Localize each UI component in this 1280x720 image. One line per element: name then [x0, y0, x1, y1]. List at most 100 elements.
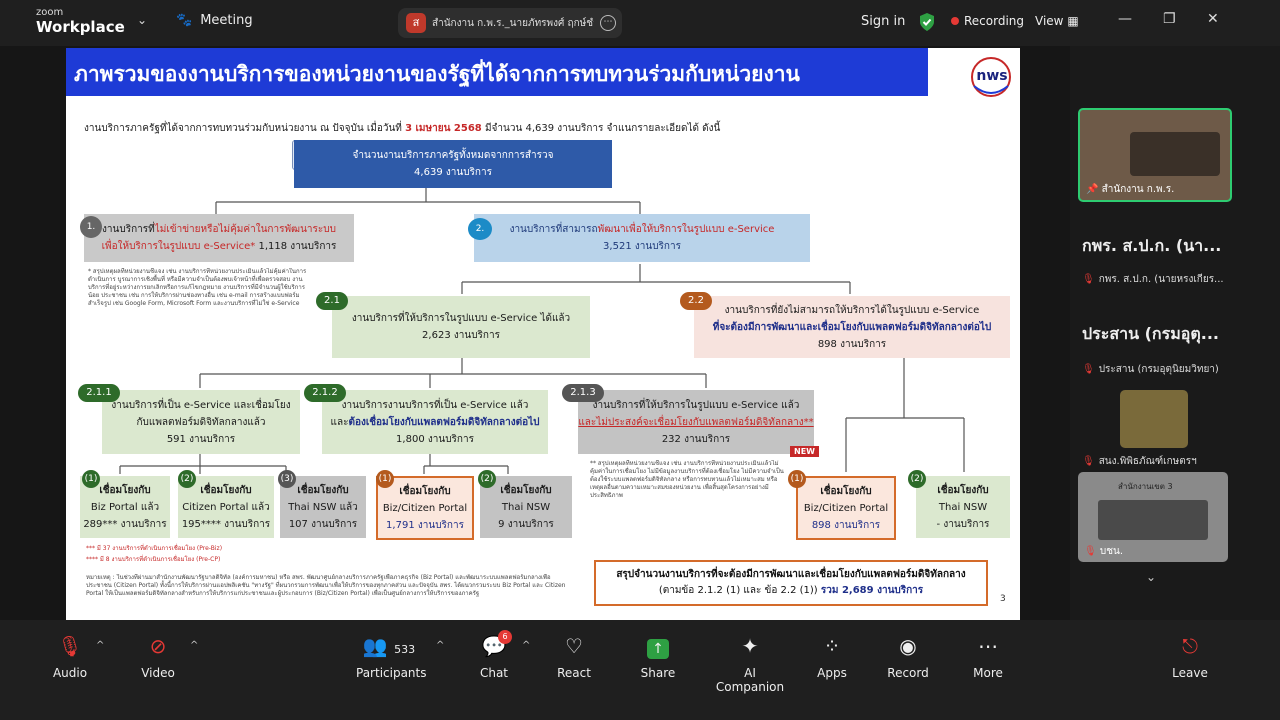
- ai-companion-button[interactable]: ✦ AI Companion: [710, 632, 790, 694]
- participants-options-caret[interactable]: ^: [436, 640, 445, 651]
- meeting-title: สำนักงาน ก.พ.ร._นายภัทรพงศ์ ฤกษ์ชำ่ว: [432, 18, 594, 29]
- more-button[interactable]: ⋯ More: [966, 632, 1010, 680]
- paw-icon: 🐾: [176, 13, 193, 28]
- total-services-box: จำนวนงานบริการภาครัฐทั้งหมดจากการสำรวจ 4…: [294, 140, 612, 188]
- react-button[interactable]: ♡ React: [554, 632, 594, 680]
- box-2-1-2-to-link: งานบริการงานบริการที่เป็น e-Service แล้ว…: [322, 390, 548, 454]
- video-feed-office: [1098, 500, 1208, 540]
- box-2-number: 2.: [468, 218, 492, 240]
- restore-icon[interactable]: ❐: [1163, 11, 1176, 27]
- meeting-title-pill[interactable]: ส สำนักงาน ก.พ.ร._นายภัทรพงศ์ ฤกษ์ชำ่ว ⋯: [398, 8, 622, 38]
- participant-name-large: ประสาน (กรมอุตุ...: [1082, 324, 1219, 343]
- record-dot-icon: [951, 17, 959, 25]
- sign-in-button[interactable]: Sign in: [861, 14, 906, 29]
- participants-count: 533: [394, 643, 416, 656]
- avatar: ส: [406, 13, 426, 33]
- leaf-4-number: (1): [376, 470, 394, 488]
- more-options-icon[interactable]: ⋯: [600, 15, 616, 31]
- video-tile-active[interactable]: 📌 สำนักงาน ก.พ.ร.: [1078, 108, 1232, 202]
- chat-options-caret[interactable]: ^: [522, 640, 531, 651]
- participant-name: 🎙ประสาน (กรมอุตุนิยมวิทยา): [1082, 364, 1219, 375]
- participant-name: 🎙กพร. ส.ป.ก. (นายหรงเกียร...: [1082, 274, 1224, 285]
- participants-gallery: 📌 สำนักงาน ก.พ.ร. กพร. ส.ป.ก. (นา... 🎙กพ…: [1070, 46, 1280, 620]
- box-2-1-2-number: 2.1.2: [304, 384, 346, 402]
- mic-muted-icon: 🎙: [1082, 364, 1095, 375]
- box-1-number: 1.: [80, 216, 102, 238]
- leave-icon: ⎋: [1182, 634, 1198, 658]
- video-button[interactable]: ⊘ Video: [138, 632, 178, 680]
- mic-muted-icon: 🎙: [1084, 546, 1097, 557]
- new-badge: NEW: [790, 446, 819, 457]
- video-feed-meeting-room: [1130, 132, 1220, 176]
- video-tile-bchn[interactable]: สำนักงานเขต 3 🎙 บชน.: [1078, 472, 1228, 562]
- box-2-1-1-linked: งานบริการที่เป็น e-Service และเชื่อมโยง …: [102, 390, 300, 454]
- record-button[interactable]: ◉ Record: [887, 634, 929, 680]
- leaf-2-number: (2): [178, 470, 196, 488]
- sparkle-icon: ✦: [741, 634, 759, 658]
- box-2-eservice-capable: งานบริการที่สามารถพัฒนาเพื่อให้บริการในร…: [474, 214, 810, 262]
- box-2-1-eservice-done: งานบริการที่ให้บริการในรูปแบบ e-Service …: [332, 296, 590, 358]
- intro-text: งานบริการภาครัฐที่ได้จากการทบทวนร่วมกับห…: [84, 123, 721, 134]
- grid-icon: ▦: [1067, 14, 1079, 28]
- mic-muted-icon: 🎙: [1082, 274, 1095, 285]
- shared-slide: ภาพรวมของงานบริการของหน่วยงานของรัฐที่ได…: [66, 48, 1020, 620]
- meeting-tab[interactable]: 🐾 Meeting: [176, 13, 253, 28]
- leaf-6-number: (1): [788, 470, 806, 488]
- apps-button[interactable]: ⁘ Apps: [812, 632, 852, 680]
- connector-lines: [119, 188, 965, 474]
- leave-button[interactable]: ⎋ Leave: [1168, 632, 1212, 680]
- heart-icon: ♡: [565, 634, 583, 658]
- summary-box: สรุปจำนวนงานบริการที่จะต้องมีการพัฒนาและ…: [594, 560, 988, 606]
- footnote-pre-cp: **** มี 8 งานบริการที่ดำเนินการเชื่อมโยง…: [86, 556, 221, 563]
- share-button[interactable]: ↑ Share: [638, 632, 678, 680]
- remark-note: หมายเหตุ : ในช่วงที่ผ่านมาสำนักงานพัฒนาร…: [86, 574, 566, 597]
- close-icon[interactable]: ✕: [1207, 11, 1219, 27]
- box-2-1-3-number: 2.1.3: [562, 384, 604, 402]
- nws-logo-text: nws: [976, 68, 1008, 84]
- slide-title: ภาพรวมของงานบริการของหน่วยงานของรัฐที่ได…: [74, 62, 800, 86]
- camera-off-icon: ⊘: [149, 634, 167, 658]
- pin-icon: 📌: [1086, 184, 1099, 195]
- participant-name: 🎙สนง.พิพิธภัณฑ์เกษตรฯ: [1082, 456, 1197, 467]
- leaf-3-number: (3): [278, 470, 296, 488]
- participant-avatar-photo[interactable]: [1120, 390, 1188, 448]
- mic-muted-icon: 🎙: [1082, 456, 1095, 467]
- apps-icon: ⁘: [823, 634, 841, 658]
- chat-unread-badge: 6: [498, 630, 512, 644]
- participant-name-large: กพร. ส.ป.ก. (นา...: [1082, 236, 1222, 255]
- meeting-toolbar: 🎙 Audio ^ ⊘ Video ^ 👥 533 Participants ^…: [0, 620, 1280, 720]
- record-icon: ◉: [899, 634, 917, 658]
- page-number: 3: [1000, 594, 1006, 604]
- box-2-2-number: 2.2: [680, 292, 712, 310]
- box-2-2-not-yet-eservice: งานบริการที่ยังไม่สามารถให้บริการได้ในรู…: [694, 296, 1010, 358]
- box-2-1-1-number: 2.1.1: [78, 384, 120, 402]
- video-options-caret[interactable]: ^: [190, 640, 199, 651]
- shield-icon[interactable]: [918, 12, 936, 32]
- participants-icon: 👥: [362, 634, 388, 658]
- leaf-1-number: (1): [82, 470, 100, 488]
- zoom-workplace-logo[interactable]: zoom Workplace: [36, 7, 125, 36]
- footnote-pre-biz: *** มี 37 งานบริการที่ดำเนินการเชื่อมโยง…: [86, 545, 223, 552]
- share-screen-icon: ↑: [638, 632, 678, 660]
- box-1-note: * สรุปเหตุผลที่หน่วยงานชี้แจง เช่น งานบร…: [88, 268, 307, 307]
- participants-button[interactable]: 👥 533 Participants: [356, 634, 427, 680]
- mic-muted-icon: 🎙: [57, 634, 83, 658]
- minimize-icon[interactable]: —: [1118, 11, 1132, 27]
- audio-options-caret[interactable]: ^: [96, 640, 105, 651]
- scroll-down-icon[interactable]: ⌄: [1146, 570, 1157, 584]
- box-2-1-number: 2.1: [316, 292, 348, 310]
- video-feed-sign: สำนักงานเขต 3: [1118, 482, 1173, 491]
- nws-logo: [971, 57, 1011, 97]
- top-bar: zoom Workplace ⌄ 🐾 Meeting ส สำนักงาน ก.…: [0, 0, 1280, 46]
- slide-title-bar: ภาพรวมของงานบริการของหน่วยงานของรัฐที่ได…: [66, 48, 928, 96]
- box-2-1-3-note: ** สรุปเหตุผลที่หน่วยงานชี้แจง เช่น งานบ…: [590, 460, 784, 499]
- view-button[interactable]: View ▦: [1035, 14, 1079, 28]
- chevron-down-icon[interactable]: ⌄: [137, 13, 148, 27]
- audio-button[interactable]: 🎙 Audio: [50, 632, 90, 680]
- recording-indicator[interactable]: Recording: [951, 14, 1024, 28]
